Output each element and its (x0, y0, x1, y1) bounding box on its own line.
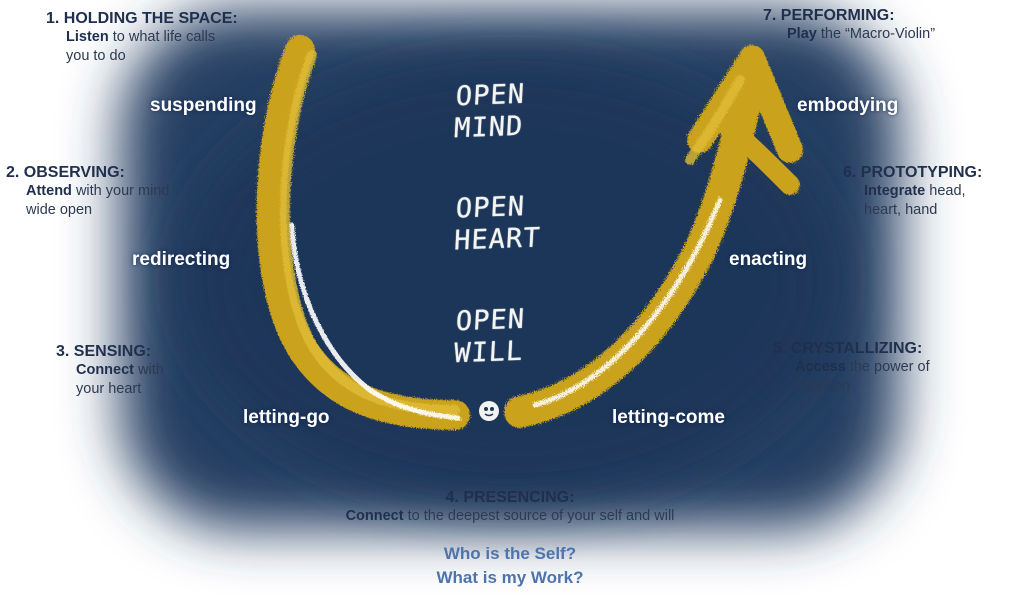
movement-letting-go: letting-go (243, 407, 330, 428)
stage-title: 3. SENSING: (56, 343, 152, 360)
stage-1: 1. HOLDING THE SPACE: Listen to what lif… (46, 9, 238, 66)
movement-enacting: enacting (729, 249, 808, 270)
open-will-label: OPEN WILL (453, 303, 526, 370)
stage-title: 6. PROTOTYPING: (843, 164, 983, 181)
u-curve-right-stroke (504, 45, 803, 428)
stage-title: 2. OBSERVING: (6, 164, 125, 181)
stage-description: Connect to the deepest source of your se… (345, 508, 675, 524)
stage-description: Integrate head, heart, hand (864, 183, 966, 218)
open-heart-label: OPEN HEART (453, 191, 542, 257)
stage-title: 5. CRYSTALLIZING: (773, 340, 923, 357)
question-work: What is my Work? (436, 568, 584, 587)
stage-description: Play the “Macro-Violin” (787, 26, 936, 42)
presencing-dot-icon (479, 401, 499, 421)
movement-redirecting: redirecting (132, 249, 231, 270)
movement-embodying: embodying (797, 95, 899, 116)
stage-title: 7. PERFORMING: (763, 7, 895, 24)
stage-5: 5. CRYSTALLIZING: Access the power of in… (773, 339, 935, 396)
stage-3: 3. SENSING: Connect with your heart (56, 342, 196, 399)
stage-2: 2. OBSERVING: Attend with your mind wide… (6, 163, 171, 220)
open-mind-label: OPEN MIND (453, 78, 526, 145)
stage-4: 4. PRESENCING: Connect to the deepest so… (260, 488, 760, 526)
stage-title: 1. HOLDING THE SPACE: (46, 10, 238, 27)
stage-description: Listen to what life calls you to do (66, 29, 216, 64)
u-curve-left-stroke (256, 35, 470, 430)
movement-suspending: suspending (150, 95, 257, 116)
question-self: Who is the Self? (443, 544, 577, 563)
stage-title: 4. PRESENCING: (445, 489, 575, 506)
movement-letting-come: letting-come (612, 407, 725, 428)
stage-description: Connect with your heart (76, 362, 164, 397)
stage-6: 6. PROTOTYPING: Integrate head, heart, h… (843, 163, 994, 220)
stage-description: Access the power of intention (795, 359, 930, 394)
stage-description: Attend with your mind wide open (26, 183, 170, 218)
stage-7: 7. PERFORMING: Play the “Macro-Violin” (763, 6, 935, 44)
